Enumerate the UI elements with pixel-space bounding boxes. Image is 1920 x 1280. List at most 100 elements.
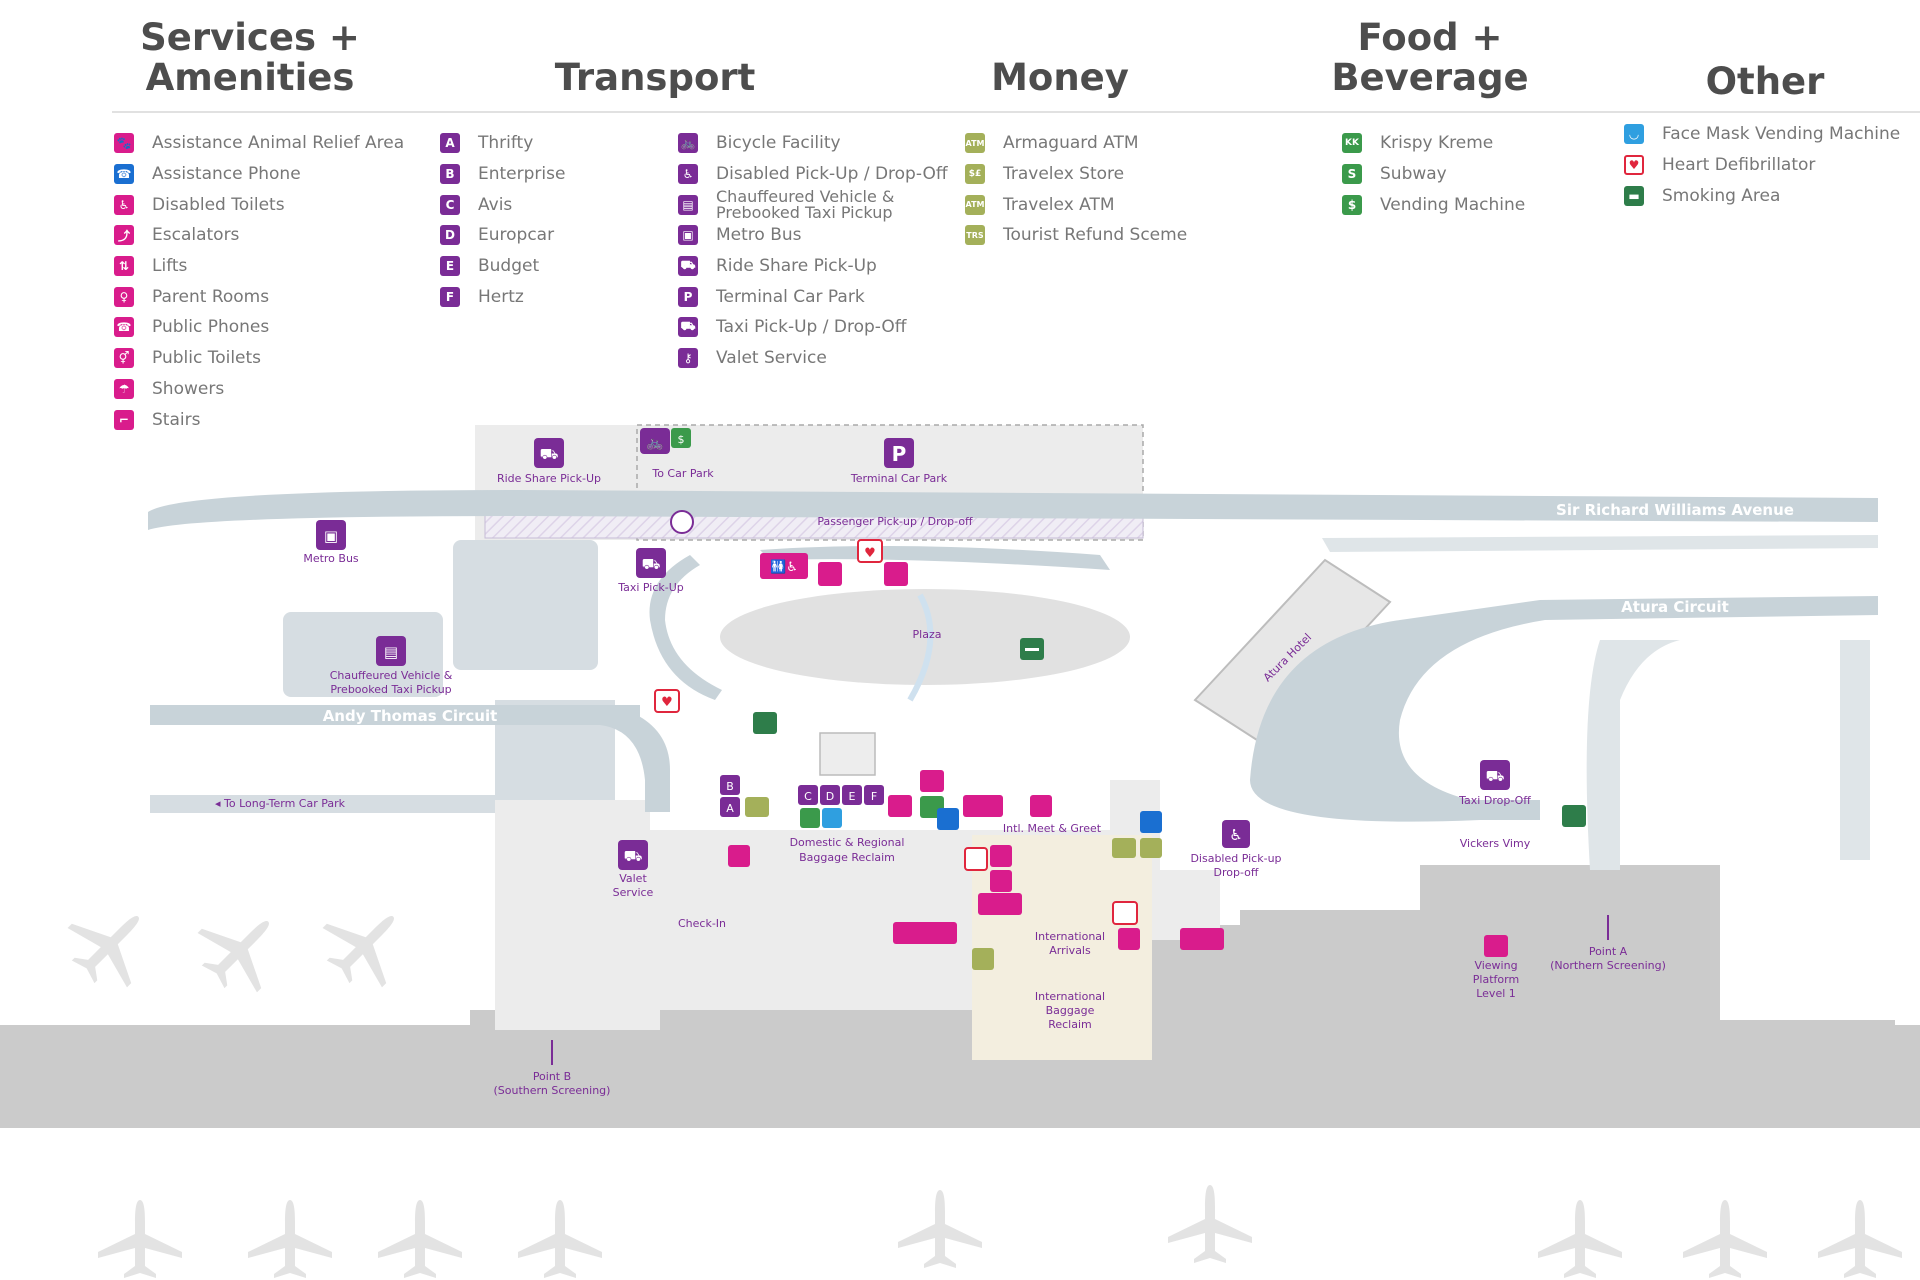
subway-icon: S	[1342, 164, 1362, 185]
bus-icon: ▣	[678, 225, 698, 246]
meet-greet-label: Intl. Meet & Greet	[1003, 822, 1102, 835]
legend-item: ⛟Ride Share Pick-Up	[678, 251, 948, 282]
toilets-icon: ⚥	[114, 348, 134, 369]
svg-text:Terminal Car Park: Terminal Car Park	[850, 472, 948, 485]
intl-baggage-label-2: Baggage	[1046, 1004, 1095, 1017]
valet-marker[interactable]: ⛟ Valet Service	[613, 840, 654, 899]
legend-item: ☂Showers	[114, 374, 404, 405]
ride-share-pickup-marker[interactable]: ⛟ Ride Share Pick-Up	[497, 438, 601, 485]
legend-item: ⇅Lifts	[114, 251, 404, 282]
svg-text:▣: ▣	[324, 527, 338, 545]
plaza-services[interactable]: 🚻♿ ♥	[760, 539, 908, 586]
road-label-andy: Andy Thomas Circuit	[323, 707, 498, 725]
legend-item: ♿Disabled Pick-Up / Drop-Off	[678, 159, 948, 190]
ride-share-icon: ⛟	[678, 256, 698, 277]
legend-item: ♥Heart Defibrillator	[1624, 150, 1900, 181]
header-other: Other	[1705, 60, 1825, 103]
legend-item: ⌐Stairs	[114, 404, 404, 435]
intl-baggage-label-3: Reclaim	[1048, 1018, 1092, 1031]
legend-item: ⤴Escalators	[114, 220, 404, 251]
svg-text:Point A: Point A	[1589, 945, 1628, 958]
defibrillator-marker[interactable]: ♥	[654, 689, 680, 713]
chauffeured-marker[interactable]: ▤ Chauffeured Vehicle & Prebooked Taxi P…	[330, 636, 453, 696]
taxi-pickup-marker[interactable]: ⛟ Taxi Pick-Up	[617, 548, 684, 594]
point-b-marker: Point B (Southern Screening)	[494, 1040, 611, 1097]
svg-text:Disabled Pick-up: Disabled Pick-up	[1190, 852, 1281, 865]
plaza	[720, 589, 1130, 685]
metro-bus-marker[interactable]: ▣ Metro Bus	[303, 520, 359, 565]
smoking-area-marker[interactable]	[1020, 638, 1044, 660]
svg-text:▤: ▤	[384, 643, 398, 661]
svg-text:🚻♿: 🚻♿	[770, 559, 798, 575]
svg-text:Level 1: Level 1	[1476, 987, 1516, 1000]
car-hire-desks[interactable]: B A C D E F	[720, 775, 884, 817]
wheelchair-icon: ♿	[114, 194, 134, 215]
svg-text:Metro Bus: Metro Bus	[303, 552, 359, 565]
header-services: Services +Amenities	[140, 16, 360, 99]
legend-item: 🚲Bicycle Facility	[678, 128, 948, 159]
legend-item: ☎Public Phones	[114, 312, 404, 343]
svg-text:⛟: ⛟	[540, 445, 559, 463]
taxi-dropoff-marker[interactable]: ⛟ Taxi Drop-Off	[1458, 760, 1531, 807]
svg-text:Chauffeured Vehicle &: Chauffeured Vehicle &	[330, 669, 453, 682]
svg-text:B: B	[726, 780, 734, 793]
parent-room-icon: ♀	[114, 286, 134, 307]
svg-text:(Southern Screening): (Southern Screening)	[494, 1084, 611, 1097]
svg-text:Drop-off: Drop-off	[1214, 866, 1259, 879]
smoking-icon: ▬	[1624, 185, 1644, 206]
viewing-platform-marker[interactable]: Viewing Platform Level 1	[1473, 935, 1519, 1000]
road-label-atura: Atura Circuit	[1621, 598, 1729, 616]
legend-item: ♿Disabled Toilets	[114, 189, 404, 220]
svg-text:Valet: Valet	[619, 872, 647, 885]
vending-icon: $	[1342, 194, 1362, 215]
legend-services: 🐾Assistance Animal Relief Area ☎Assistan…	[114, 128, 404, 435]
stairs-icon: ⌐	[114, 409, 134, 430]
svg-text:Taxi Pick-Up: Taxi Pick-Up	[617, 581, 684, 594]
domestic-services[interactable]	[728, 770, 1162, 867]
road-main	[148, 490, 1878, 530]
road-label-main: Sir Richard Williams Avenue	[1556, 501, 1794, 519]
valet-icon: ⚷	[678, 348, 698, 369]
disabled-pickup-marker[interactable]: ♿ Disabled Pick-up Drop-off	[1190, 820, 1282, 879]
check-in-label: Check-In	[678, 917, 726, 930]
legend-item: ⚥Public Toilets	[114, 343, 404, 374]
intl-services[interactable]	[893, 838, 1224, 970]
svg-text:D: D	[826, 790, 834, 803]
svg-text:♥: ♥	[864, 546, 876, 561]
krispy-kreme-icon: KK	[1342, 133, 1362, 154]
phone-icon: ☎	[114, 164, 134, 185]
plaza-label: Plaza	[913, 628, 942, 641]
svg-text:Point B: Point B	[533, 1070, 571, 1083]
legend-item: ◡Face Mask Vending Machine	[1624, 119, 1900, 150]
terminal-car-park-marker[interactable]: P Terminal Car Park	[850, 438, 948, 485]
to-car-park-marker[interactable]: 🚲 $ To Car Park	[640, 428, 714, 480]
apron-planes	[53, 887, 423, 1007]
header-transport: Transport	[554, 56, 756, 99]
svg-text:(Northern Screening): (Northern Screening)	[1550, 959, 1666, 972]
mask-icon: ◡	[1624, 124, 1644, 145]
legend-item: $Vending Machine	[1342, 189, 1525, 220]
header-divider	[112, 111, 1920, 113]
svg-text:Taxi Drop-Off: Taxi Drop-Off	[1458, 794, 1531, 807]
atm-icon: ATM	[965, 194, 985, 215]
svg-text:⛟: ⛟	[624, 847, 643, 865]
svg-text:Viewing: Viewing	[1474, 959, 1517, 972]
escalator-icon: ⤴	[114, 225, 134, 246]
point-a-marker: Point A (Northern Screening)	[1550, 915, 1666, 972]
header-food: Food +Beverage	[1331, 16, 1529, 99]
road-atura	[1250, 596, 1878, 822]
